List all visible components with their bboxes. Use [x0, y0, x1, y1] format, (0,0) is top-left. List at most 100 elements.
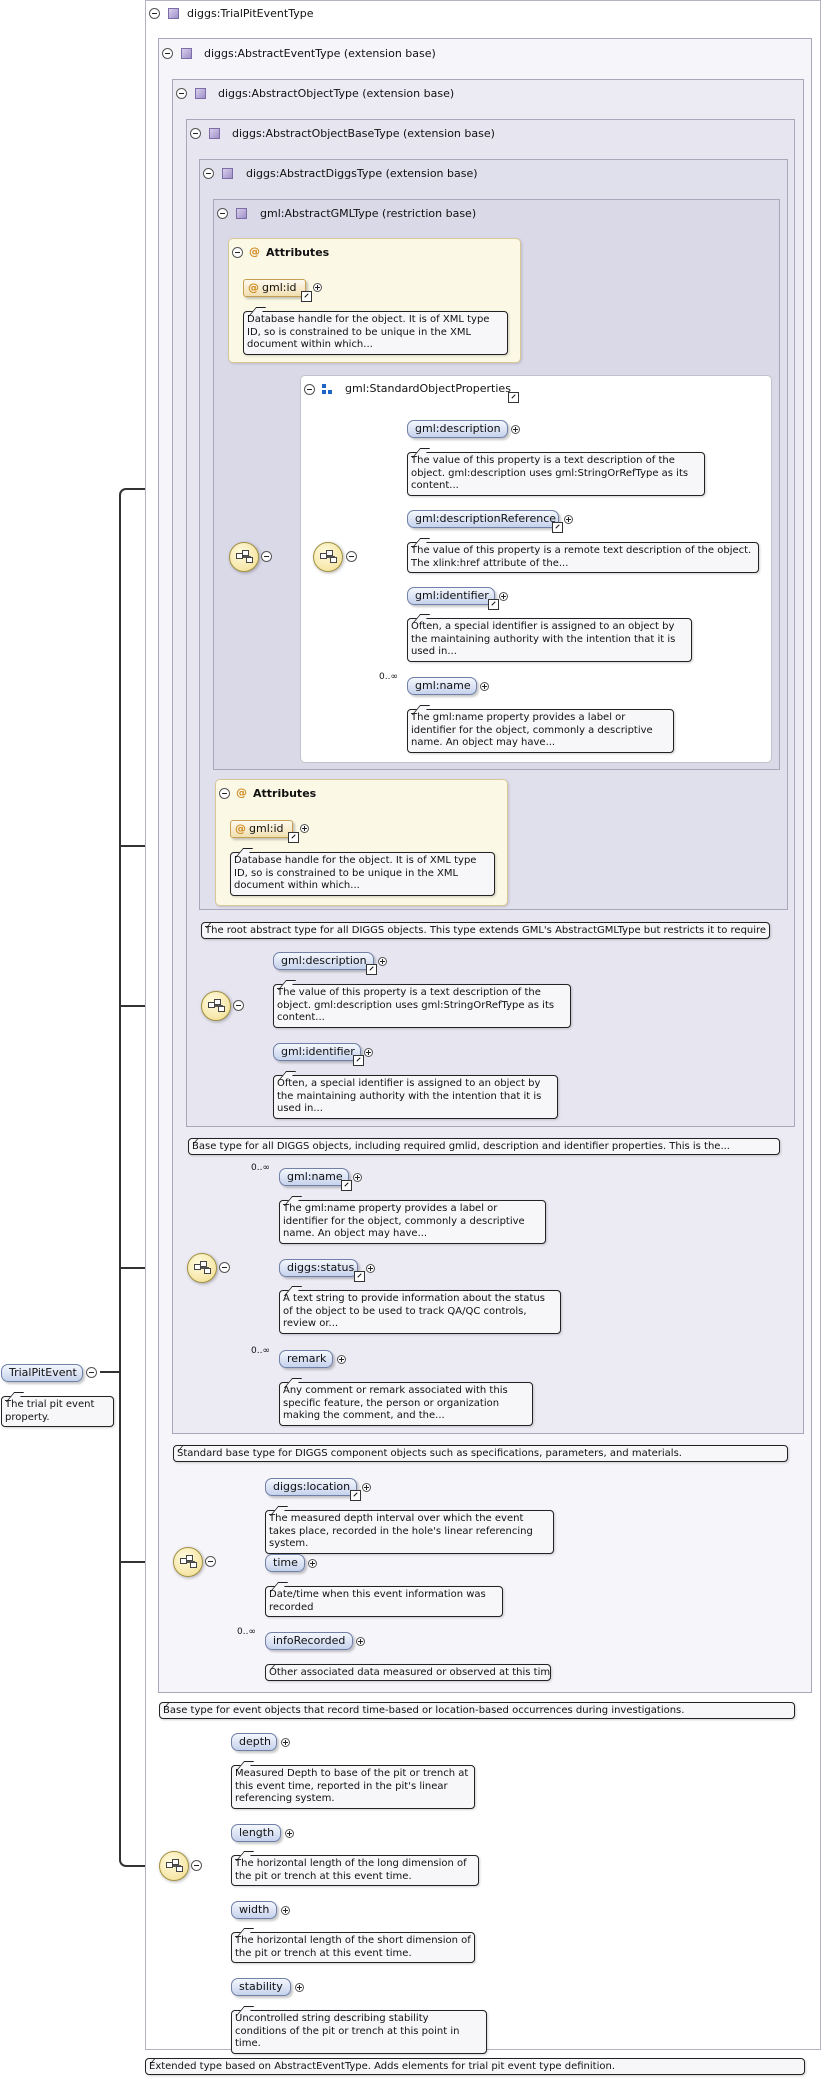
element-depth[interactable]: depth	[231, 1733, 277, 1751]
documentation-note: The value of this property is a remote t…	[407, 542, 759, 573]
sequence-compositor-icon[interactable]	[173, 1547, 203, 1577]
collapse-toggle[interactable]	[217, 208, 228, 219]
element-diggs-status[interactable]: diggs:status	[279, 1259, 358, 1277]
expand-plus-icon[interactable]	[480, 682, 489, 691]
collapse-toggle[interactable]	[176, 88, 187, 99]
collapse-toggle[interactable]	[190, 128, 201, 139]
documentation-note: Any comment or remark associated with th…	[279, 1382, 533, 1426]
complex-type-icon	[236, 208, 247, 219]
expand-plus-icon[interactable]	[300, 824, 309, 833]
expand-plus-icon[interactable]	[366, 1264, 375, 1273]
collapse-toggle[interactable]	[219, 788, 230, 799]
expand-plus-icon[interactable]	[353, 1173, 362, 1182]
expand-plus-icon[interactable]	[499, 592, 508, 601]
sequence-compositor-icon[interactable]	[159, 1851, 189, 1881]
type-label: gml:AbstractGMLType (restriction base)	[260, 207, 477, 220]
attribute-gml-id[interactable]: gml:id	[243, 279, 306, 297]
complex-type-icon	[209, 128, 220, 139]
cardinality-label: 0..∞	[251, 1346, 270, 1356]
sequence-compositor-icon[interactable]	[313, 542, 343, 572]
element-gml-identifier[interactable]: gml:identifier	[273, 1043, 361, 1061]
type-label: diggs:AbstractObjectType (extension base…	[218, 87, 455, 100]
collapse-toggle[interactable]	[205, 1556, 216, 1567]
element-gml-name[interactable]: gml:name	[279, 1168, 349, 1186]
type-label: diggs:AbstractEventType (extension base)	[204, 47, 436, 60]
collapse-toggle[interactable]	[149, 8, 160, 19]
collapse-toggle[interactable]	[219, 1262, 230, 1273]
expand-plus-icon[interactable]	[281, 1738, 290, 1747]
element-width[interactable]: width	[231, 1901, 277, 1919]
attributes-label: Attributes	[266, 246, 330, 259]
sequence-compositor-icon[interactable]	[187, 1253, 217, 1283]
type-label: diggs:AbstractDiggsType (extension base)	[246, 167, 478, 180]
element-info-recorded[interactable]: infoRecorded	[265, 1632, 353, 1650]
reference-arrow-icon[interactable]	[301, 291, 312, 302]
attributes-label: Attributes	[253, 787, 317, 800]
collapse-toggle[interactable]	[232, 247, 243, 258]
element-diggs-location[interactable]: diggs:location	[265, 1478, 357, 1496]
expand-plus-icon[interactable]	[378, 957, 387, 966]
expand-plus-icon[interactable]	[337, 1355, 346, 1364]
element-gml-description-reference[interactable]: gml:descriptionReference	[407, 510, 559, 528]
documentation-note: The horizontal length of the long dimens…	[231, 1855, 479, 1886]
collapse-toggle[interactable]	[162, 48, 173, 59]
collapse-toggle[interactable]	[233, 1000, 244, 1011]
documentation-note: Base type for all DIGGS objects, includi…	[188, 1138, 780, 1155]
reference-arrow-icon[interactable]	[488, 599, 499, 610]
element-length[interactable]: length	[231, 1824, 281, 1842]
reference-arrow-icon[interactable]	[366, 964, 377, 975]
element-gml-identifier[interactable]: gml:identifier	[407, 587, 495, 605]
collapse-toggle[interactable]	[203, 168, 214, 179]
reference-arrow-icon[interactable]	[508, 392, 519, 403]
cardinality-label: 0..∞	[379, 672, 398, 682]
attribute-icon: @	[249, 245, 260, 258]
cardinality-label: 0..∞	[237, 1627, 256, 1637]
element-stability[interactable]: stability	[231, 1978, 291, 1996]
collapse-toggle[interactable]	[304, 384, 315, 395]
expand-plus-icon[interactable]	[564, 515, 573, 524]
documentation-note: Often, a special identifier is assigned …	[273, 1075, 558, 1119]
expand-plus-icon[interactable]	[281, 1906, 290, 1915]
documentation-note: The horizontal length of the short dimen…	[231, 1932, 475, 1963]
element-trialpitevent[interactable]: TrialPitEvent	[1, 1364, 83, 1382]
sequence-compositor-icon[interactable]	[201, 991, 231, 1021]
documentation-note: The measured depth interval over which t…	[265, 1510, 554, 1554]
element-time[interactable]: time	[265, 1554, 305, 1572]
documentation-note: Base type for event objects that record …	[159, 1702, 795, 1719]
expand-plus-icon[interactable]	[308, 1559, 317, 1568]
element-remark[interactable]: remark	[279, 1350, 333, 1368]
expand-plus-icon[interactable]	[511, 425, 520, 434]
complex-type-icon	[222, 168, 233, 179]
expand-plus-icon[interactable]	[285, 1829, 294, 1838]
reference-arrow-icon[interactable]	[341, 1180, 352, 1191]
documentation-note: The trial pit event property.	[1, 1396, 114, 1427]
expand-plus-icon[interactable]	[295, 1983, 304, 1992]
reference-arrow-icon[interactable]	[288, 832, 299, 843]
sequence-compositor-icon[interactable]	[229, 542, 259, 572]
reference-arrow-icon[interactable]	[350, 1490, 361, 1501]
collapse-toggle[interactable]	[191, 1860, 202, 1871]
collapse-toggle[interactable]	[346, 551, 357, 562]
attribute-icon: @	[236, 786, 247, 799]
element-gml-description[interactable]: gml:description	[407, 420, 508, 438]
documentation-note: Extended type based on AbstractEventType…	[145, 2058, 805, 2075]
element-gml-description[interactable]: gml:description	[273, 952, 374, 970]
complex-type-icon	[181, 48, 192, 59]
expand-plus-icon[interactable]	[364, 1048, 373, 1057]
expand-plus-icon[interactable]	[362, 1483, 371, 1492]
collapse-toggle[interactable]	[261, 551, 272, 562]
documentation-note: A text string to provide information abo…	[279, 1290, 561, 1334]
complex-type-icon	[195, 88, 206, 99]
documentation-note: Standard base type for DIGGS component o…	[173, 1445, 788, 1462]
documentation-note: Other associated data measured or observ…	[265, 1664, 551, 1681]
documentation-note: The gml:name property provides a label o…	[407, 709, 674, 753]
element-gml-name[interactable]: gml:name	[407, 677, 477, 695]
collapse-toggle[interactable]	[86, 1367, 97, 1378]
attribute-gml-id[interactable]: gml:id	[230, 820, 293, 838]
type-label: diggs:TrialPitEventType	[187, 7, 314, 20]
reference-arrow-icon[interactable]	[552, 522, 563, 533]
reference-arrow-icon[interactable]	[353, 1055, 364, 1066]
expand-plus-icon[interactable]	[356, 1637, 365, 1646]
expand-plus-icon[interactable]	[313, 283, 322, 292]
reference-arrow-icon[interactable]	[354, 1271, 365, 1282]
